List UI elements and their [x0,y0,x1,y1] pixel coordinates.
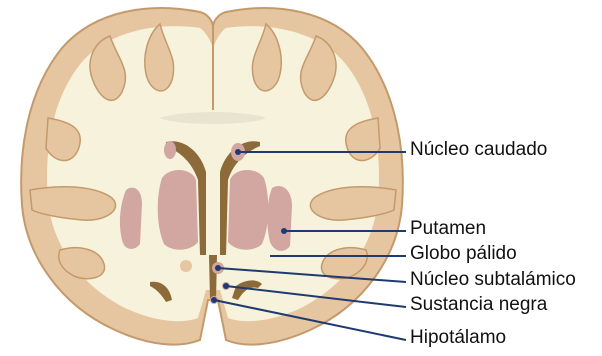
lentiform-left [158,170,198,250]
lentiform-right [228,170,268,250]
dot-nucleo-caudado [235,149,241,155]
subthalamic-nucleus-left [180,260,192,272]
putamen [267,186,292,251]
third-ventricle [209,255,217,300]
dot-nucleo-subtalamico [215,265,221,271]
dot-putamen [281,228,287,234]
label-sustancia-negra: Sustancia negra [410,295,547,315]
label-hipotalamo: Hipotálamo [410,328,506,348]
label-putamen: Putamen [410,219,486,239]
caudate-nucleus [164,141,176,159]
label-nucleo-subtalamico: Núcleo subtalámico [410,270,576,290]
dot-hipotalamo [211,297,217,303]
label-nucleo-caudado: Núcleo caudado [410,140,547,160]
dot-sustancia-negra [223,283,229,289]
label-globo-palido: Globo pálido [410,244,517,264]
